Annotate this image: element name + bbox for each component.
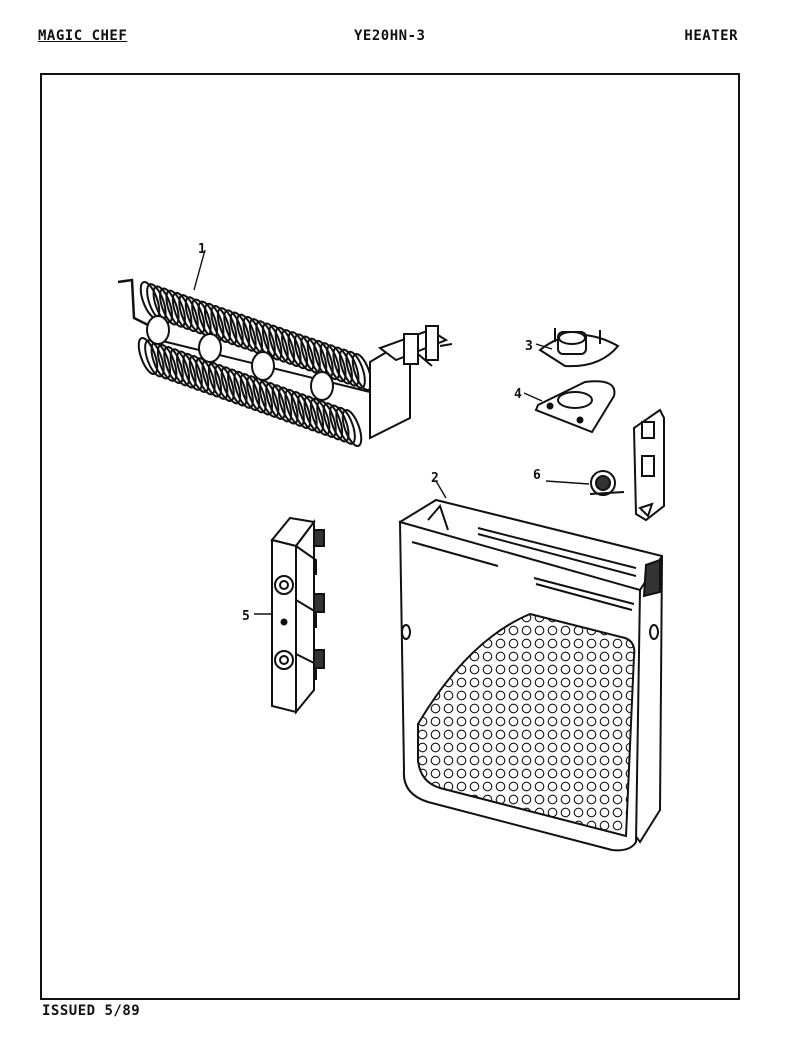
thermostat-bracket [523,380,616,434]
model-number: YE20HN-3 [354,28,426,44]
thermostat [535,328,620,368]
brand-label: MAGIC CHEF [38,28,128,44]
heater-coil-lower [137,336,363,448]
coil-lead-wire [117,278,151,328]
callout-6: 6 [533,468,541,483]
thermal-fuse [545,470,625,496]
callout-1: 1 [198,242,206,257]
callout-2: 2 [431,471,439,486]
element-terminal-bracket [369,325,453,440]
callout-4: 4 [514,387,522,402]
terminal-block [254,516,325,715]
callout-3: 3 [525,339,533,354]
diagram-frame [40,73,740,1000]
heater-housing [398,480,664,852]
callout-5: 5 [242,609,250,624]
ceramic-insulators [146,315,334,401]
heater-cover-plate [632,408,665,522]
heater-element-assembly [117,249,453,448]
coil-turn [341,408,363,448]
issued-date: ISSUED 5/89 [42,1003,141,1019]
heater-coil-upper [139,280,373,392]
coil-turn [351,352,373,392]
section-title: HEATER [684,28,738,44]
